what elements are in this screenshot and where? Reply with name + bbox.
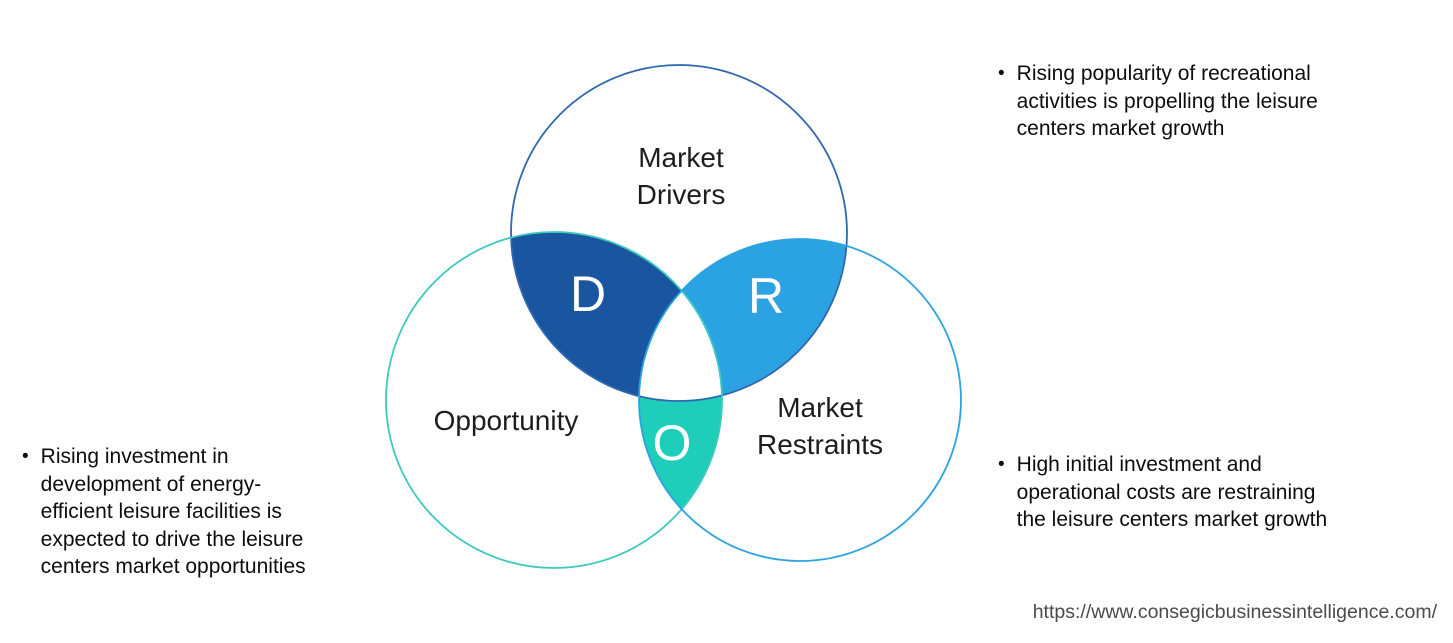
bullet-restraints-note: • High initial investment and operationa… — [998, 451, 1327, 534]
text-line: High initial investment and — [1016, 453, 1262, 476]
opportunity-overlap-letter: O — [652, 415, 692, 471]
text-line: activities is propelling the leisure — [1016, 89, 1318, 113]
text-line: centers market growth — [1016, 117, 1225, 140]
text-line: development of energy- — [40, 472, 262, 496]
bullet-icon: • — [998, 454, 1005, 475]
label-line: Market — [638, 142, 724, 173]
label-line: Drivers — [636, 179, 726, 210]
text-line: centers market opportunities — [40, 555, 306, 578]
bullet-opportunity-note: • Rising investment in development of en… — [22, 443, 306, 581]
text-line: the leisure centers market growth — [1016, 508, 1328, 531]
restraints-circle-label: Market Restraints — [757, 389, 883, 463]
text-line: Rising popularity of recreational — [1016, 62, 1311, 85]
text-line: operational costs are restraining — [1016, 480, 1316, 504]
label-line: Opportunity — [433, 405, 579, 436]
opportunity-circle-outline — [385, 231, 723, 569]
label-line: Restraints — [756, 429, 884, 460]
restraints-circle-outline — [638, 238, 962, 562]
source-url: https://www.consegicbusinessintelligence… — [1032, 601, 1437, 623]
bullet-text: Rising investment in development of ener… — [41, 443, 306, 581]
bullet-icon: • — [998, 63, 1005, 84]
text-line: expected to drive the leisure — [40, 527, 304, 551]
drivers-overlap-letter: D — [569, 266, 607, 322]
bullet-drivers-note: • Rising popularity of recreational acti… — [998, 60, 1318, 143]
drivers-circle-outline — [510, 64, 848, 402]
bullet-icon: • — [22, 446, 29, 467]
text-line: Rising investment in — [40, 445, 229, 468]
opportunity-circle-label: Opportunity — [434, 402, 579, 439]
bullet-text: Rising popularity of recreational activi… — [1017, 60, 1318, 143]
restraints-overlap-letter: R — [747, 268, 785, 324]
label-line: Market — [777, 392, 863, 423]
drivers-circle-label: Market Drivers — [637, 139, 726, 213]
bullet-text: High initial investment and operational … — [1017, 451, 1327, 534]
text-line: efficient leisure facilities is — [40, 500, 282, 523]
